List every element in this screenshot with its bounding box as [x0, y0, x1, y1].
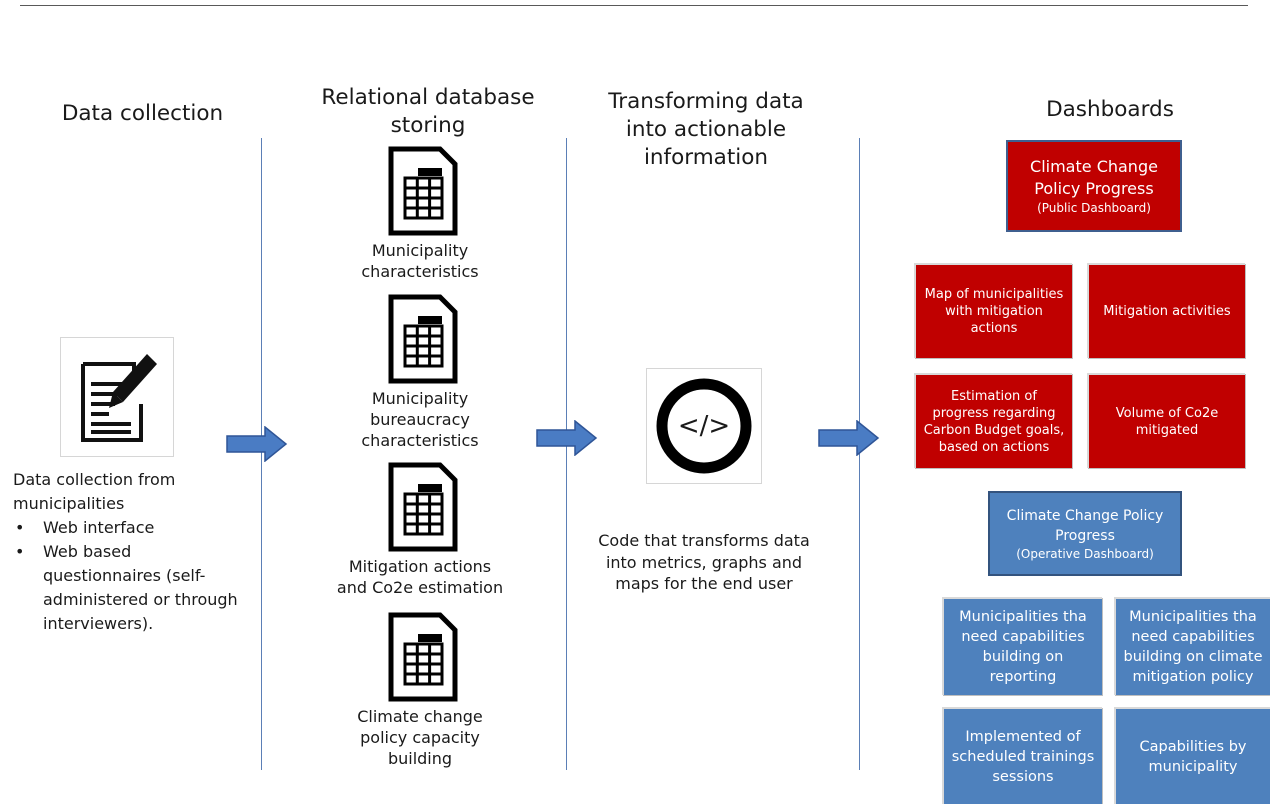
collection-bullet-questionnaires: Web based questionnaires (self-administe… — [13, 540, 253, 636]
public-item-map-municipalities: Map of municipalities with mitigation ac… — [914, 263, 1072, 358]
spreadsheet-document-icon — [388, 294, 458, 384]
table-label-capacity-building: Climate change policy capacity building — [357, 707, 483, 768]
collection-text-block: Data collection from municipalities Web … — [13, 468, 253, 636]
divider-3 — [859, 138, 860, 770]
public-item-co2e-mitigated: Volume of Co2e mitigated — [1087, 373, 1245, 468]
title-data-collection: Data collection — [61, 101, 224, 126]
operative-item-scheduled-trainings: Implemented of scheduled trainings sessi… — [942, 707, 1102, 804]
operative-item-capabilities-by-municipality: Capabilities by municipality — [1114, 707, 1270, 804]
public-dashboard-header: Climate Change Policy Progress (Public D… — [1006, 140, 1182, 232]
form-pencil-icon — [60, 337, 174, 457]
title-transforming-data: Transforming data into actionable inform… — [608, 89, 804, 170]
public-item-mitigation-activities: Mitigation activities — [1087, 263, 1245, 358]
public-dashboard-subtitle: (Public Dashboard) — [1037, 201, 1151, 215]
operative-dashboard-subtitle: (Operative Dashboard) — [1016, 546, 1154, 561]
operative-item-mitigation-policy-capabilities: Municipalities tha need capabilities bui… — [1114, 597, 1270, 695]
divider-1 — [261, 138, 262, 770]
title-relational-database: Relational database storing — [321, 85, 535, 138]
arrow-right-icon — [536, 420, 598, 456]
arrow-right-icon — [226, 426, 288, 462]
collection-bullet-list: Web interface Web based questionnaires (… — [13, 516, 253, 636]
collection-bullet-web-interface: Web interface — [13, 516, 253, 540]
operative-dashboard-header: Climate Change Policy Progress (Operativ… — [988, 491, 1182, 576]
top-rule — [20, 5, 1248, 6]
operative-item-reporting-capabilities: Municipalities tha need capabilities bui… — [942, 597, 1102, 695]
table-label-municipality-characteristics: Municipality characteristics — [361, 241, 479, 281]
table-label-bureaucracy-characteristics: Municipality bureaucracy characteristics — [361, 389, 479, 450]
code-symbol: </> — [677, 411, 731, 441]
divider-2 — [566, 138, 567, 770]
collection-description: Data collection from municipalities — [13, 470, 176, 513]
spreadsheet-document-icon — [388, 146, 458, 236]
spreadsheet-document-icon — [388, 612, 458, 702]
arrow-right-icon — [818, 420, 880, 456]
transform-description: Code that transforms data into metrics, … — [598, 531, 810, 593]
table-label-mitigation-actions: Mitigation actions and Co2e estimation — [336, 557, 504, 597]
public-item-carbon-budget-progress: Estimation of progress regarding Carbon … — [914, 373, 1072, 468]
title-dashboards: Dashboards — [1046, 97, 1174, 122]
code-brackets-icon: </> — [646, 368, 762, 484]
spreadsheet-document-icon — [388, 462, 458, 552]
